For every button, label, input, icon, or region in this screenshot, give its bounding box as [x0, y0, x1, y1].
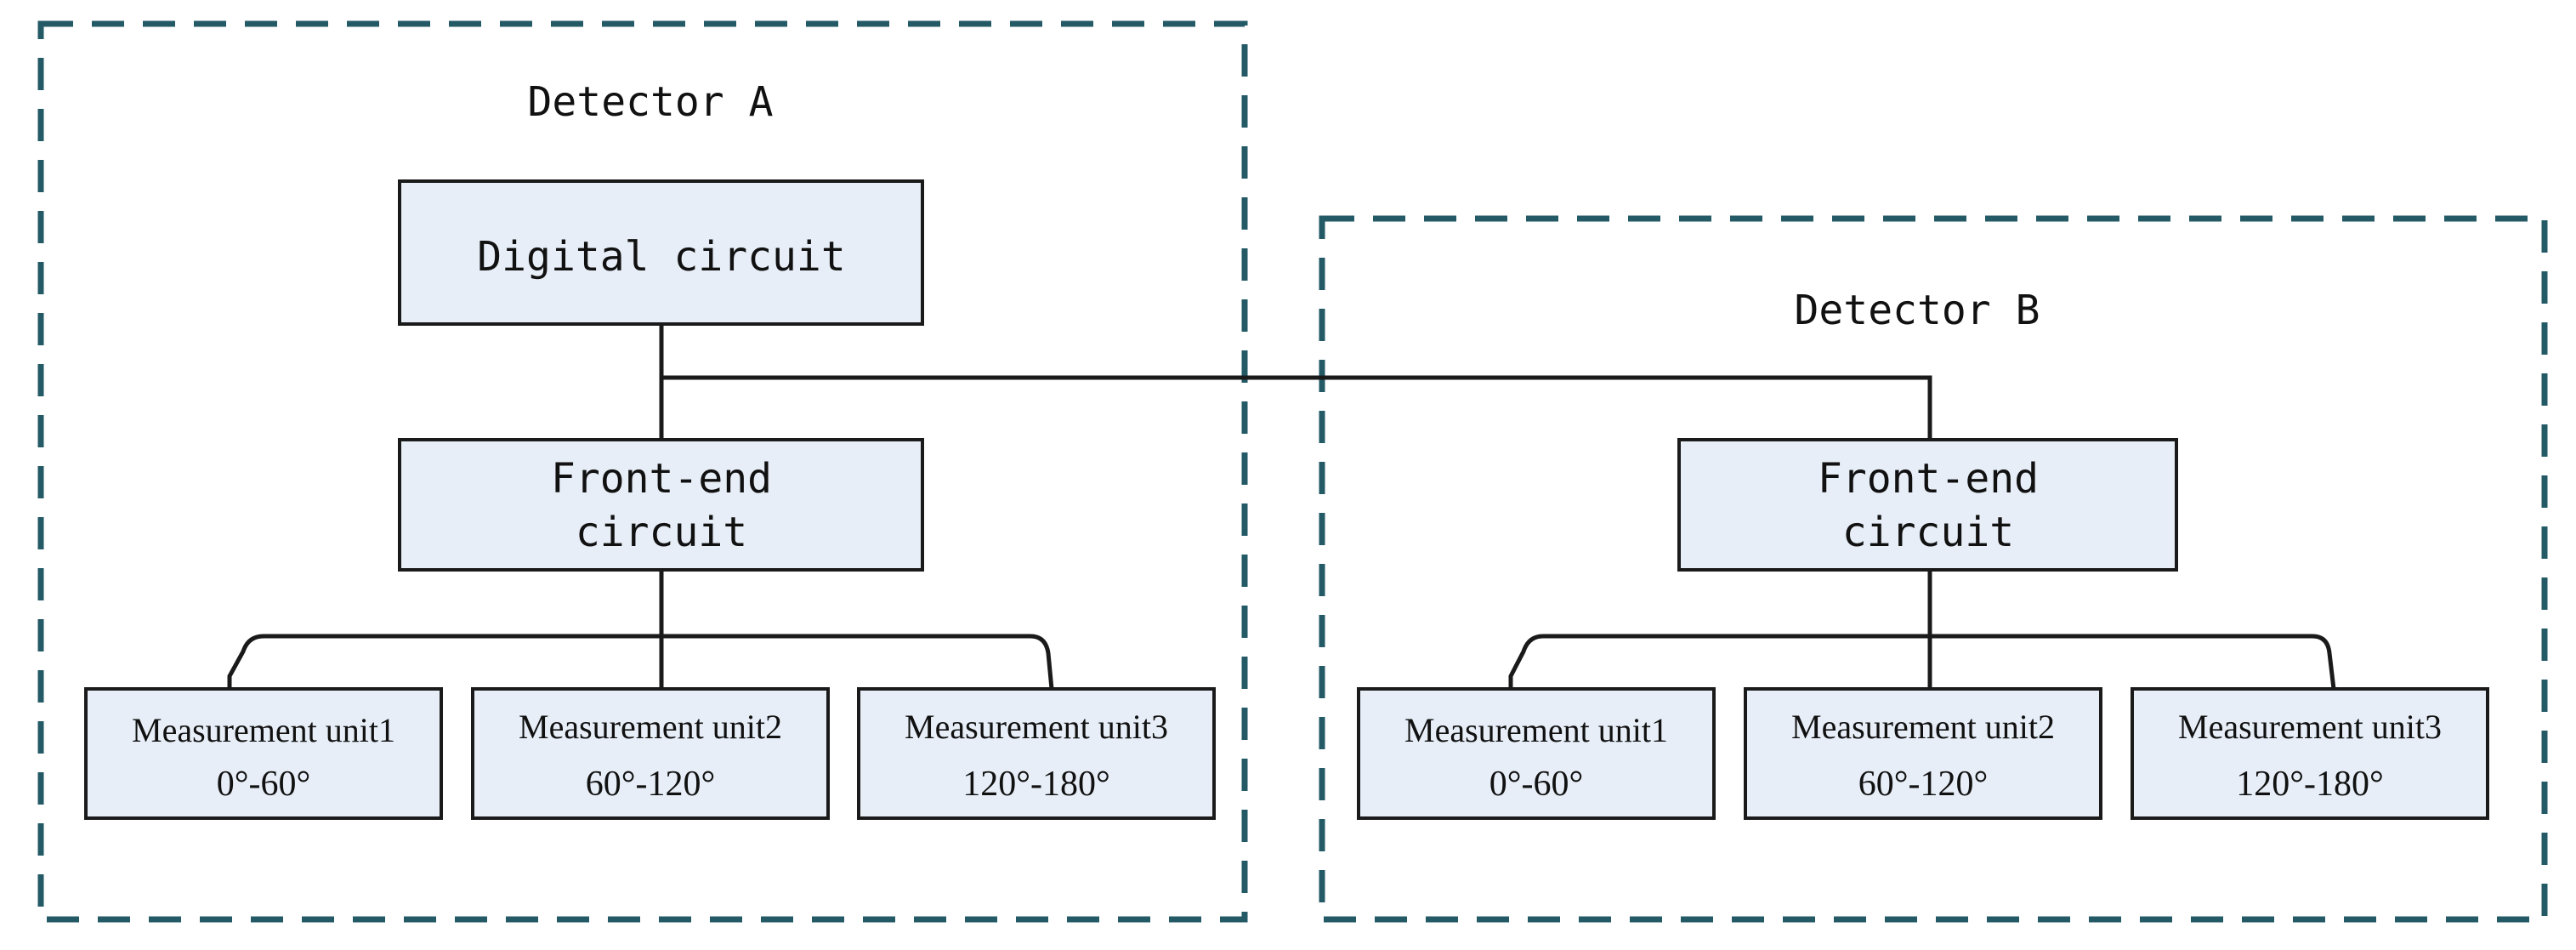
frontend-circuit-b-label-2: circuit	[1842, 509, 2014, 556]
detector-b-unit2-name: Measurement unit2	[1791, 708, 2055, 746]
frontend-circuit-a-label-1: Front-end	[551, 455, 772, 503]
detector-b-title: Detector B	[1795, 287, 2040, 334]
frontend-circuit-b-label-1: Front-end	[1818, 455, 2039, 503]
detector-a-unit1-name: Measurement unit1	[132, 711, 395, 749]
detector-a-unit3-name: Measurement unit3	[905, 708, 1168, 746]
frontend-circuit-b-box	[1677, 438, 2178, 572]
frontend-a-bus	[227, 570, 1054, 690]
frontend-b-bus	[1508, 570, 2336, 690]
detector-a-unit2-box	[471, 687, 830, 820]
detector-b-unit2-box	[1744, 687, 2102, 820]
digital-to-frontend-b-wire	[661, 375, 1932, 440]
digital-circuit-box	[398, 179, 924, 326]
frontend-circuit-a-label-2: circuit	[576, 509, 747, 556]
detector-b-unit3-range: 120°-180°	[2236, 765, 2384, 804]
detector-b-unit3-box	[2131, 687, 2489, 820]
detector-b-unit2-range: 60°-120°	[1858, 765, 1989, 804]
digital-circuit-label: Digital circuit	[477, 233, 845, 281]
detector-b-unit1-box	[1357, 687, 1716, 820]
detector-a-unit2-name: Measurement unit2	[519, 708, 782, 746]
detector-b-unit1-name: Measurement unit1	[1404, 711, 1668, 749]
detector-b-region	[1319, 215, 2548, 923]
frontend-circuit-a-box	[398, 438, 924, 572]
detector-a-unit2-range: 60°-120°	[586, 765, 716, 804]
detector-a-unit1-box	[84, 687, 443, 820]
detector-a-region	[37, 20, 1248, 923]
detector-a-unit1-range: 0°-60°	[217, 765, 311, 804]
detector-a-unit3-range: 120°-180°	[962, 765, 1110, 804]
detector-b-unit1-range: 0°-60°	[1489, 765, 1584, 804]
detector-a-unit3-box	[857, 687, 1216, 820]
detector-b-unit3-name: Measurement unit3	[2178, 708, 2442, 746]
detector-a-title: Detector A	[528, 78, 774, 126]
